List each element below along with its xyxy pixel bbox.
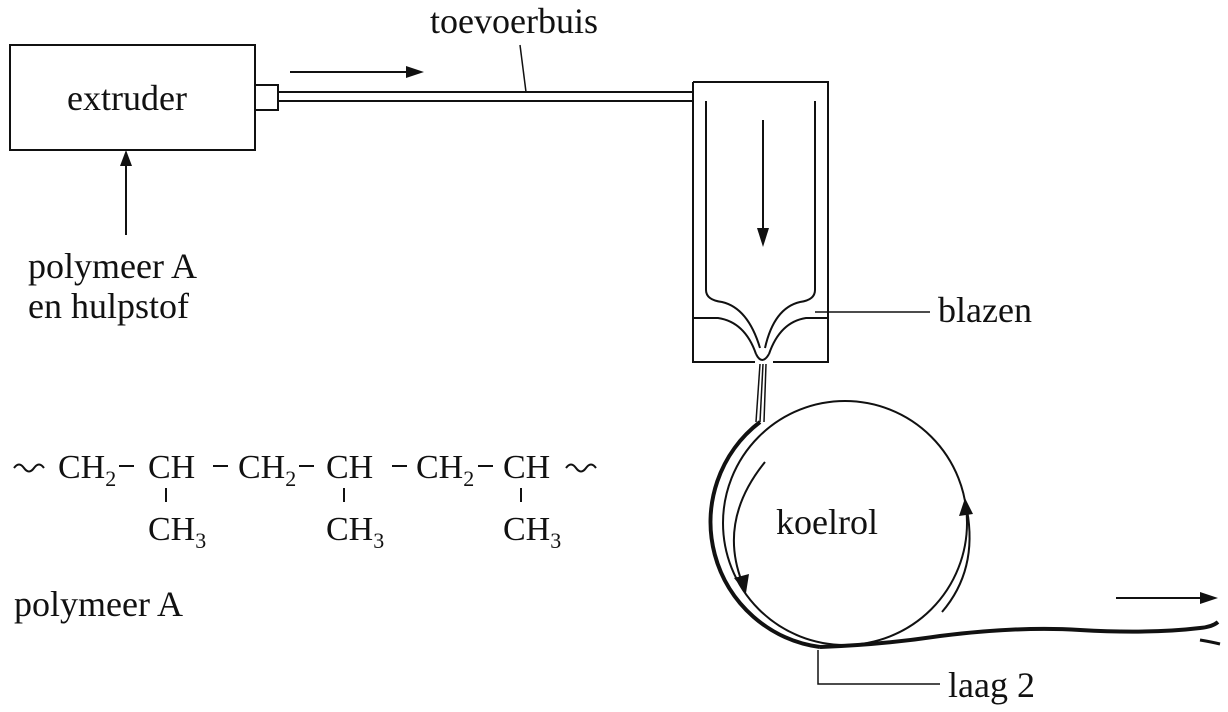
rotation-arrow-right (941, 509, 971, 613)
laag-leader (817, 650, 940, 685)
toevoerbuis-leader (519, 44, 527, 93)
formula-ch-1: CH (148, 449, 195, 486)
output-arrow-head (1200, 592, 1218, 604)
formula-ch2-2: CH2 (238, 449, 296, 491)
formula-ch-3: CH (503, 449, 550, 486)
blazen-label: blazen (938, 290, 1032, 330)
toevoerbuis-label: toevoerbuis (430, 1, 598, 41)
polymer-caption: polymeer A (14, 584, 183, 624)
film-strand-2 (759, 363, 764, 423)
wave-left (13, 463, 45, 473)
die-arrow-head (757, 228, 769, 247)
formula-ch3-3: CH3 (503, 511, 561, 553)
film-strand-1 (755, 363, 761, 423)
film-wrap (708, 420, 821, 649)
extruder-box (9, 44, 256, 151)
die-inner-right (764, 101, 816, 349)
die-throat (755, 353, 770, 361)
rotation-arrow-left-head (734, 574, 749, 593)
formula-ch3-2: CH3 (326, 511, 384, 553)
extruder-nozzle (255, 84, 279, 111)
die-outer-left (692, 82, 755, 363)
die-lip-right (768, 317, 828, 355)
input-label-line2: en hulpstof (28, 286, 189, 326)
rotation-arrow-left (732, 461, 766, 583)
flow-arrow-head (406, 66, 424, 78)
formula-ch-2: CH (326, 449, 373, 486)
formula-ch2-3: CH2 (416, 449, 474, 491)
input-label-line1: polymeer A (28, 246, 197, 286)
rotation-arrow-right-head (959, 498, 973, 516)
die-lip-left (693, 317, 757, 355)
polymer-formula: CH2 CH CH2 CH CH2 CH CH3 CH3 CH3 (13, 449, 597, 553)
formula-ch2-1: CH2 (58, 449, 116, 491)
film-out (819, 620, 1220, 649)
die-inner-left (705, 101, 761, 349)
input-arrow-head (120, 150, 132, 166)
extruder-label: extruder (67, 78, 187, 118)
formula-ch3-1: CH3 (148, 511, 206, 553)
film-out-end (1199, 638, 1221, 646)
die-outer-right (693, 81, 829, 363)
film-strand-3 (763, 363, 767, 423)
koelrol-label: koelrol (776, 502, 878, 542)
laag-label: laag 2 (948, 665, 1035, 705)
wave-right (565, 463, 597, 473)
